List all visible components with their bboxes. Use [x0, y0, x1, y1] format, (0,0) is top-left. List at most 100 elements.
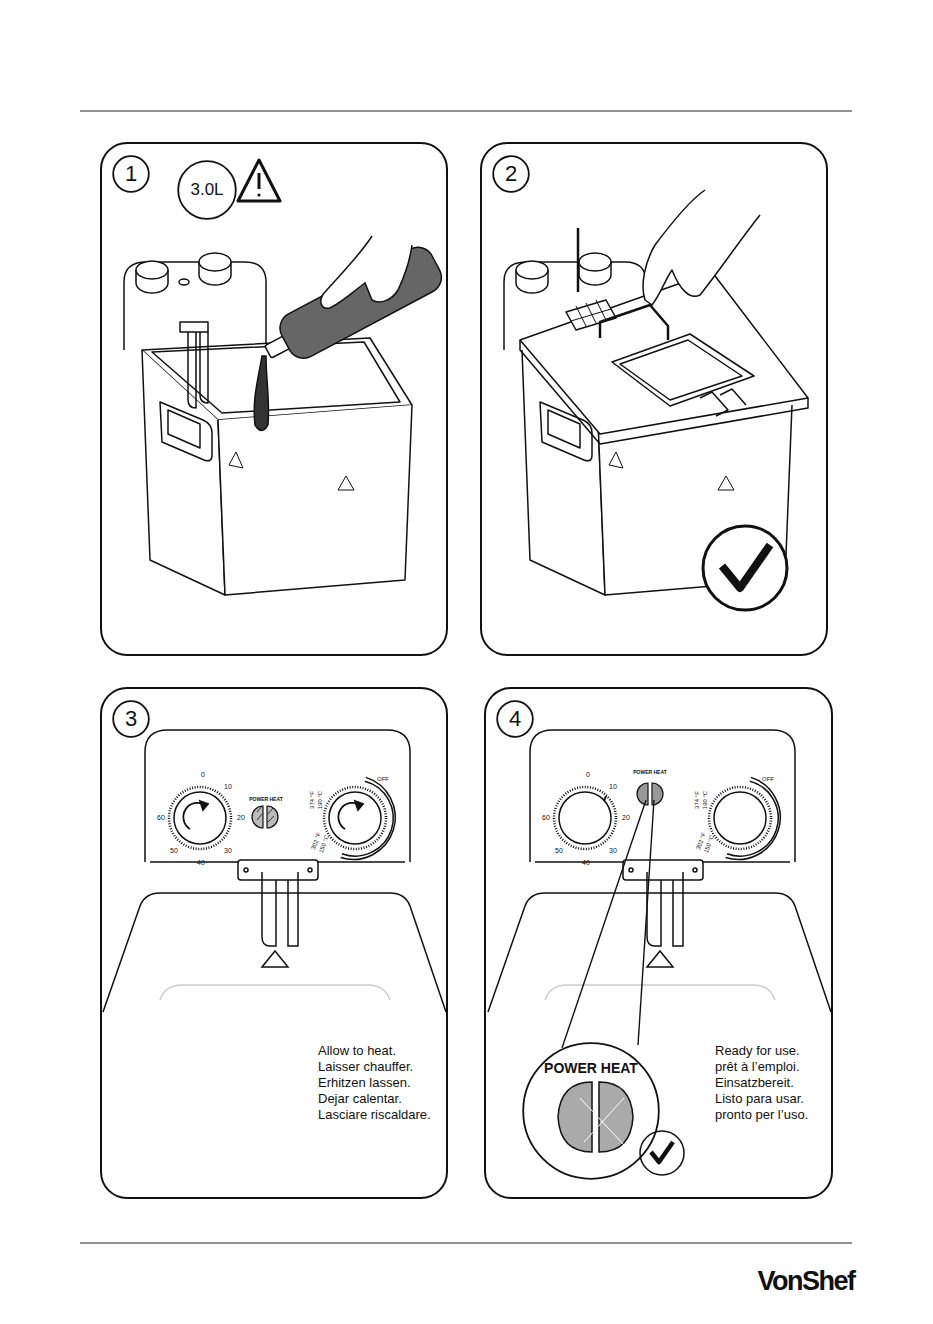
- dial-number: 0: [201, 771, 205, 778]
- step-number-outline: [113, 156, 149, 192]
- power-button: [252, 806, 278, 828]
- leader-line: [562, 800, 646, 1048]
- fryer-drawing: [600, 305, 668, 340]
- fryer-drawing: [168, 410, 200, 448]
- instruction-text: prêt à l’emploi.: [715, 1060, 800, 1073]
- dial-number: 60: [157, 814, 165, 821]
- oil-bottle: [254, 236, 447, 431]
- fryer-drawing: [612, 334, 754, 406]
- step-number: 3: [112, 700, 150, 738]
- dial-number: 10: [224, 783, 232, 790]
- fryer-drawing: [609, 452, 623, 468]
- dial-label: OFF: [377, 776, 389, 782]
- step-number-outline: [493, 156, 529, 192]
- node-text: 4: [509, 706, 521, 732]
- node-text: POWER HEAT: [544, 1060, 638, 1076]
- fryer-drawing: [124, 262, 266, 350]
- dial-number: 60: [542, 814, 550, 821]
- power-button-zoom: [580, 1098, 624, 1145]
- step-panel: [101, 143, 832, 1198]
- instruction-text: Erhitzen lassen.: [318, 1076, 411, 1089]
- check-symbol: [722, 545, 770, 588]
- instruction-text: pronto per l’uso.: [715, 1108, 808, 1121]
- fryer-drawing: [179, 279, 189, 285]
- leader-line: [562, 800, 654, 1048]
- step-number: 4: [496, 700, 534, 738]
- dial-number: 50: [170, 847, 178, 854]
- dial-number: 50: [555, 847, 563, 854]
- power-button: [604, 796, 606, 801]
- oil-bottle: [321, 236, 412, 308]
- fryer-drawing: [338, 476, 354, 490]
- volume-badge-outline: [178, 161, 236, 219]
- dial-number: 20: [622, 814, 630, 821]
- brand-logo: VonShef: [758, 1268, 855, 1295]
- temperature-label: 190 °C: [317, 791, 323, 809]
- fryer-drawing: [700, 392, 728, 416]
- fryer-drawing: [160, 402, 212, 461]
- fryer-drawing: [718, 476, 734, 490]
- oil-bottle: [254, 356, 268, 431]
- fryer-drawing: [516, 261, 548, 279]
- fryer-drawing: [180, 322, 208, 332]
- fryer-drawing: [571, 300, 611, 326]
- power-button-zoom: [599, 1082, 633, 1152]
- node-text: 1: [125, 161, 137, 187]
- zoom-callout-outline: [523, 1043, 659, 1179]
- control-panel: [103, 730, 446, 1012]
- step-number-outline: [113, 701, 149, 737]
- fryer-drawing: [200, 332, 208, 403]
- control-panel: [488, 730, 831, 1012]
- fryer-drawing: [566, 300, 616, 330]
- fryer-drawing: [720, 389, 746, 405]
- dial-number: 30: [609, 847, 617, 854]
- button-label: POWER HEAT: [249, 797, 283, 802]
- turn-arrow: [183, 801, 363, 829]
- step-number: 2: [492, 155, 530, 193]
- dial-number: 40: [197, 859, 205, 866]
- dial-number: 10: [609, 783, 617, 790]
- power-button: [257, 806, 274, 822]
- step-panel: [485, 688, 832, 1198]
- dial-number: 30: [224, 847, 232, 854]
- button-label: POWER HEAT: [633, 770, 667, 775]
- instruction-text: Allow to heat.: [318, 1044, 396, 1057]
- node-text: 2: [505, 161, 517, 187]
- node-text: 3: [125, 706, 137, 732]
- instruction-text: Listo para usar.: [715, 1092, 804, 1105]
- power-button-zoom: [558, 1082, 592, 1152]
- power-button: [637, 783, 648, 805]
- warning-symbol: [257, 193, 260, 196]
- temperature-label: 374 °F: [694, 791, 700, 809]
- fryer-drawing: [218, 405, 412, 595]
- power-button-zoom: [640, 1131, 684, 1175]
- step-panel: [101, 143, 447, 655]
- rule-lines: [80, 111, 852, 1243]
- fryer-drawing: [199, 253, 231, 271]
- fryer-drawing: [579, 253, 611, 271]
- instruction-text: Einsatzbereit.: [715, 1076, 794, 1089]
- instruction-text: Laisser chauffer.: [318, 1060, 413, 1073]
- fryer-drawing: [188, 332, 196, 408]
- check-symbol: [703, 526, 787, 610]
- instruction-text: Dejar calentar.: [318, 1092, 402, 1105]
- fryer-drawing: [136, 261, 168, 279]
- power-button-zoom: [558, 1082, 684, 1175]
- fryer-drawing: [577, 228, 580, 292]
- dial-number: 40: [582, 859, 590, 866]
- step-number: 1: [112, 155, 150, 193]
- fryer-drawing: [229, 452, 243, 468]
- dial-label: OFF: [762, 776, 774, 782]
- instruction-text: Lasciare riscaldare.: [318, 1108, 431, 1121]
- temperature-label: 190 °C: [702, 791, 708, 809]
- turn-arrow: [200, 801, 208, 810]
- node-text: 3.0L: [190, 180, 223, 200]
- fryer-drawing: [620, 340, 742, 400]
- step-panel: [481, 143, 827, 655]
- turn-arrow: [355, 801, 363, 810]
- warning-symbol: [238, 160, 280, 201]
- power-button-zoom: [651, 1142, 673, 1162]
